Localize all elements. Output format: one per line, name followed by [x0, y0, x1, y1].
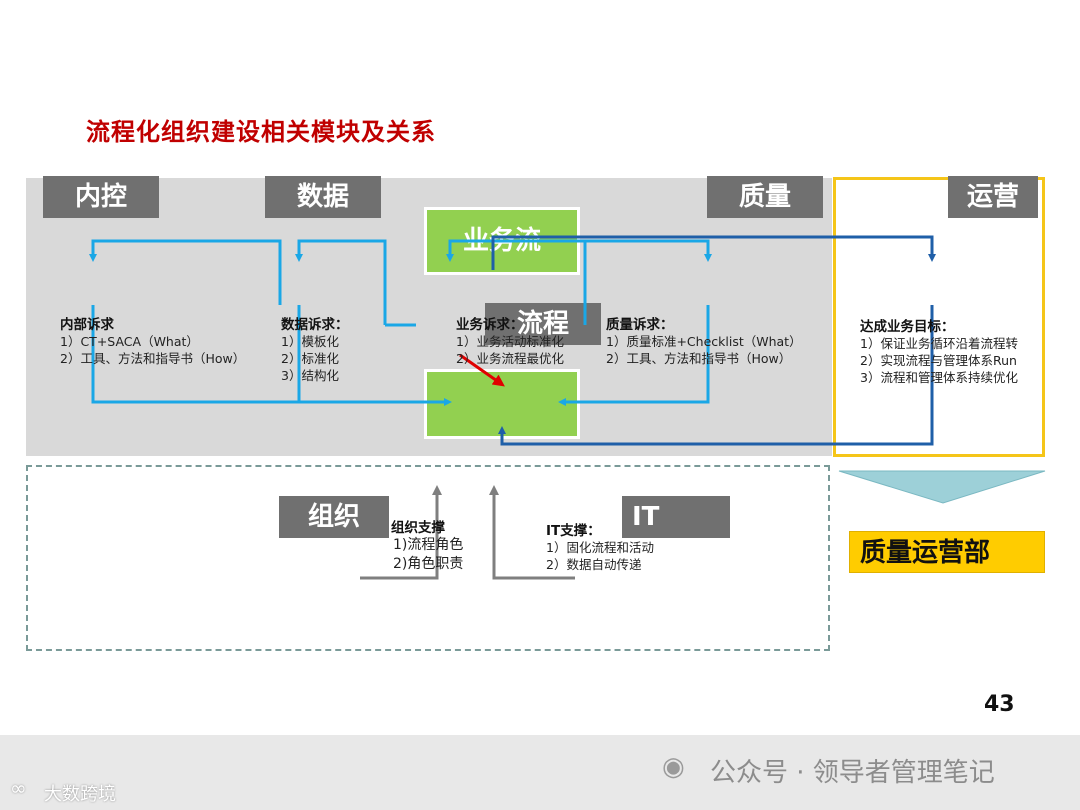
neikong-loop	[89, 239, 452, 406]
neikong-item-2: 2）工具、方法和指导书（How）	[60, 351, 246, 366]
shuju-item-3: 3）结构化	[281, 368, 339, 383]
it-item-1: 1）固化流程和活动	[546, 540, 654, 555]
module-shuju: 数据	[265, 176, 381, 218]
yunying-head: 达成业务目标：	[860, 319, 955, 335]
it-support: IT支撑： 1）固化流程和活动 2）数据自动传递	[546, 519, 654, 573]
zhiliang-item-2: 2）工具、方法和指导书（How）	[606, 351, 792, 366]
footer-band	[0, 735, 1080, 810]
department-box: 质量运营部	[849, 531, 1045, 573]
zuzhi-item-2: 2)角色职责	[393, 556, 464, 572]
yunying-requirements: 达成业务目标： 1）保证业务循环沿着流程转 2）实现流程与管理体系Run 3）流…	[860, 315, 1018, 386]
page-number: 43	[984, 692, 1015, 717]
shuju-item-1: 1）模板化	[281, 334, 339, 349]
yewu-head: 业务诉求：	[456, 317, 524, 333]
module-yunying: 运营	[948, 176, 1038, 218]
shuju-requirements: 数据诉求： 1）模板化 2）标准化 3）结构化	[281, 313, 349, 384]
yunying-loop	[491, 235, 936, 446]
it-head: IT支撑：	[546, 523, 601, 539]
module-zuzhi: 组织	[279, 496, 389, 538]
yunying-item-3: 3）流程和管理体系持续优化	[860, 370, 1018, 385]
zhiliang-head: 质量诉求：	[606, 317, 674, 333]
neikong-requirements: 内部诉求 1）CT+SACA（What） 2）工具、方法和指导书（How）	[60, 313, 245, 367]
zuzhi-item-1: 1)流程角色	[393, 537, 464, 553]
shuju-head: 数据诉求：	[281, 317, 349, 333]
chevron-arrow	[838, 470, 1046, 504]
module-zhiliang: 质量	[707, 176, 823, 218]
yewu-requirements: 业务诉求： 1）业务活动标准化 2）业务流程最优化	[456, 313, 564, 367]
zuzhi-head: 组织支撑	[391, 520, 445, 536]
zuzhi-support: 组织支撑 1)流程角色 2)角色职责	[391, 516, 463, 574]
support-arrows	[360, 485, 575, 580]
zhiliang-loop	[493, 239, 712, 406]
process-label: 流程	[485, 303, 601, 345]
neikong-item-1: 1）CT+SACA（What）	[60, 334, 199, 349]
brand-logo-icon: ∞	[10, 776, 27, 800]
zhiliang-item-1: 1）质量标准+Checklist（What）	[606, 334, 802, 349]
yunying-item-1: 1）保证业务循环沿着流程转	[860, 336, 1018, 351]
module-neikong: 内控	[43, 176, 159, 218]
it-item-2: 2）数据自动传递	[546, 557, 642, 572]
module-it: IT	[622, 496, 730, 538]
yewu-item-1: 1）业务活动标准化	[456, 334, 564, 349]
red-arrow	[459, 353, 505, 387]
watermark-text: 公众号 · 领导者管理笔记	[710, 758, 995, 788]
zhiliang-requirements: 质量诉求： 1）质量标准+Checklist（What） 2）工具、方法和指导书…	[606, 313, 802, 367]
neikong-head: 内部诉求	[60, 317, 114, 333]
operations-box	[833, 177, 1045, 457]
wechat-icon: ◉	[662, 752, 685, 782]
yunying-item-2: 2）实现流程与管理体系Run	[860, 353, 1017, 368]
page-title: 流程化组织建设相关模块及关系	[86, 118, 436, 146]
shuju-loop	[295, 239, 387, 402]
shuju-item-2: 2）标准化	[281, 351, 339, 366]
yewu-item-2: 2）业务流程最优化	[456, 351, 564, 366]
support-box	[26, 465, 830, 651]
brand-text: 大数跨境	[44, 784, 116, 805]
